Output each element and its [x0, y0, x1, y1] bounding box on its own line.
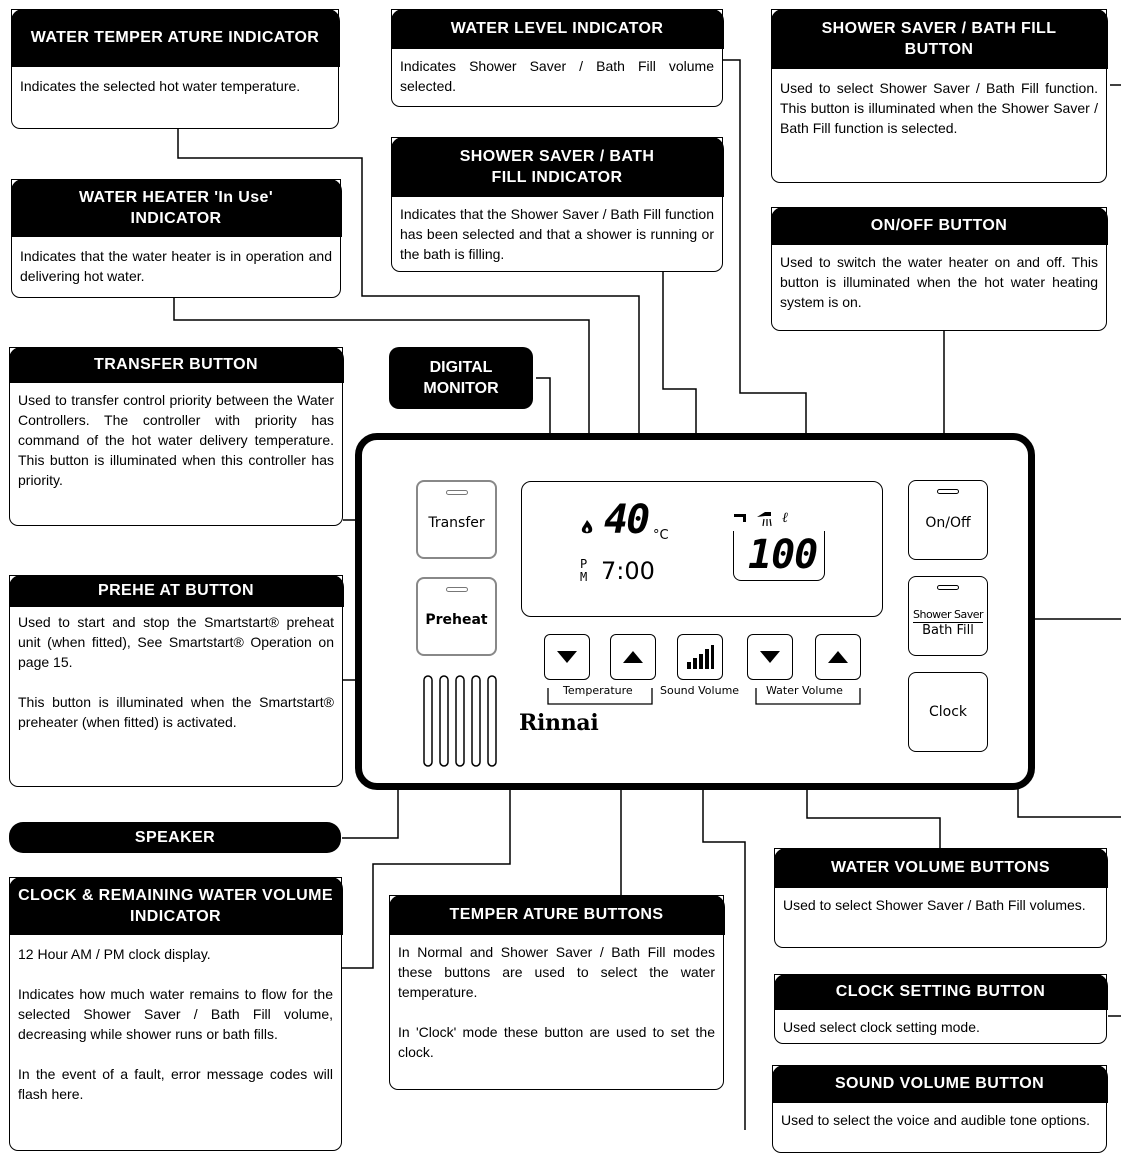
shower-saver-label: Shower Saver	[913, 607, 984, 623]
callout-text: Indicates that the Shower Saver / Bath F…	[400, 206, 714, 262]
preheat-led	[445, 587, 468, 592]
callout-title: TRANSFER BUTTON	[8, 346, 344, 383]
clock-readout: 7:00	[601, 557, 655, 585]
water-volume-up-button[interactable]	[815, 634, 861, 680]
temperature-up-button[interactable]	[610, 634, 656, 680]
callout-title: CLOCK & REMAINING WATER VOLUME INDICATOR	[8, 876, 343, 935]
tap-icon	[732, 512, 750, 526]
up-arrow-icon	[828, 651, 848, 663]
callout-clock-remaining-indicator: CLOCK & REMAINING WATER VOLUME INDICATOR…	[8, 876, 343, 1151]
clock-button-label: Clock	[928, 704, 968, 720]
shower-saver-bath-fill-button[interactable]: Shower Saver Bath Fill	[908, 576, 988, 656]
transfer-button[interactable]: Transfer	[416, 480, 497, 559]
volume-readout: 100	[748, 532, 818, 578]
callout-text-2: Indicates how much water remains to flow…	[18, 986, 333, 1042]
volume-bracket	[733, 531, 825, 581]
preheat-button-label: Preheat	[425, 611, 488, 628]
litre-unit: ℓ	[782, 510, 788, 526]
callout-text: Used to select Shower Saver / Bath Fill …	[780, 80, 1098, 136]
callout-text: Used to transfer control priority betwee…	[18, 392, 334, 488]
callout-text: Used to switch the water heater on and o…	[780, 254, 1098, 310]
callout-text: Indicates the selected hot water tempera…	[20, 78, 301, 94]
callout-shower-saver-indicator: SHOWER SAVER / BATH FILL INDICATOR Indic…	[390, 136, 724, 272]
callout-water-temperature-indicator: WATER TEMPER ATURE INDICATOR Indicates t…	[10, 8, 340, 129]
callout-preheat-button: PREHE AT BUTTON Used to start and stop t…	[8, 574, 344, 787]
leader-in-use	[173, 296, 590, 497]
preheat-button[interactable]: Preheat	[416, 577, 497, 656]
callout-text: Used to start and stop the Smartstart® p…	[18, 614, 334, 670]
down-arrow-icon	[557, 651, 577, 663]
callout-title: SHOWER SAVER / BATH FILL BUTTON	[770, 8, 1108, 69]
callout-text: In Normal and Shower Saver / Bath Fill m…	[398, 944, 715, 1000]
callout-title: SHOWER SAVER / BATH FILL INDICATOR	[390, 136, 724, 197]
callout-in-use-indicator: WATER HEATER 'In Use' INDICATOR Indicate…	[10, 178, 342, 298]
pm-indicator-m: M	[580, 570, 588, 584]
callout-title: WATER LEVEL INDICATOR	[390, 8, 724, 49]
temperature-readout: 40	[604, 497, 650, 543]
volume-bars-icon	[687, 645, 714, 669]
temperature-unit: °C	[653, 528, 669, 543]
transfer-button-label: Transfer	[428, 514, 485, 531]
callout-text: Indicates that the water heater is in op…	[20, 248, 332, 284]
onoff-button-label: On/Off	[925, 515, 971, 531]
callout-water-volume-buttons: WATER VOLUME BUTTONS Used to select Show…	[773, 847, 1108, 948]
callout-text: Used to select Shower Saver / Bath Fill …	[783, 897, 1086, 913]
callout-text: Indicates Shower Saver / Bath Fill volum…	[400, 58, 714, 94]
callout-onoff-button: ON/OFF BUTTON Used to switch the water h…	[770, 206, 1108, 331]
callout-text: 12 Hour AM / PM clock display.	[18, 946, 211, 962]
callout-water-level-indicator: WATER LEVEL INDICATOR Indicates Shower S…	[390, 8, 724, 107]
callout-text-2: In 'Clock' mode these button are used to…	[398, 1024, 715, 1060]
callout-shower-saver-button: SHOWER SAVER / BATH FILL BUTTON Used to …	[770, 8, 1108, 183]
callout-title: TEMPER ATURE BUTTONS	[388, 894, 725, 935]
flame-icon	[579, 519, 595, 535]
temperature-group-label: Temperature	[560, 684, 636, 697]
onoff-led	[937, 489, 959, 494]
callout-sound-volume-button: SOUND VOLUME BUTTON Used to select the v…	[771, 1064, 1108, 1153]
callout-title: WATER VOLUME BUTTONS	[773, 847, 1108, 888]
sound-volume-label: Sound Volume	[660, 684, 740, 697]
callout-title: WATER TEMPER ATURE INDICATOR	[10, 8, 340, 67]
clock-button[interactable]: Clock	[908, 672, 988, 752]
callout-text: Used select clock setting mode.	[783, 1019, 980, 1035]
callout-text: Used to select the voice and audible ton…	[781, 1112, 1090, 1128]
rinnai-logo: Rinnai	[519, 710, 599, 736]
bath-fill-label: Bath Fill	[922, 622, 974, 638]
speaker-label: SPEAKER	[9, 822, 341, 853]
callout-title: CLOCK SETTING BUTTON	[773, 973, 1108, 1010]
sound-volume-button[interactable]	[677, 634, 723, 680]
up-arrow-icon	[623, 651, 643, 663]
down-arrow-icon	[760, 651, 780, 663]
water-volume-down-button[interactable]	[747, 634, 793, 680]
callout-transfer-button: TRANSFER BUTTON Used to transfer control…	[8, 346, 344, 526]
pm-indicator-p: P	[580, 557, 588, 571]
shower-saver-led	[937, 585, 959, 590]
callout-temperature-buttons: TEMPER ATURE BUTTONS In Normal and Showe…	[388, 894, 725, 1090]
callout-clock-setting-button: CLOCK SETTING BUTTON Used select clock s…	[773, 973, 1108, 1044]
leader-water-temp	[177, 100, 640, 497]
callout-title: PREHE AT BUTTON	[8, 574, 344, 607]
callout-text-2: This button is illuminated when the Smar…	[18, 694, 334, 730]
digital-monitor-display	[521, 481, 883, 617]
water-volume-group-label: Water Volume	[763, 684, 846, 697]
callout-title: WATER HEATER 'In Use' INDICATOR	[10, 178, 342, 237]
callout-text-3: In the event of a fault, error message c…	[18, 1066, 333, 1102]
callout-title: SOUND VOLUME BUTTON	[771, 1064, 1108, 1103]
callout-title: ON/OFF BUTTON	[770, 206, 1108, 245]
digital-monitor-label: DIGITAL MONITOR	[389, 347, 533, 409]
onoff-button[interactable]: On/Off	[908, 480, 988, 560]
shower-icon	[755, 510, 775, 528]
temperature-down-button[interactable]	[544, 634, 590, 680]
transfer-led	[445, 490, 468, 495]
